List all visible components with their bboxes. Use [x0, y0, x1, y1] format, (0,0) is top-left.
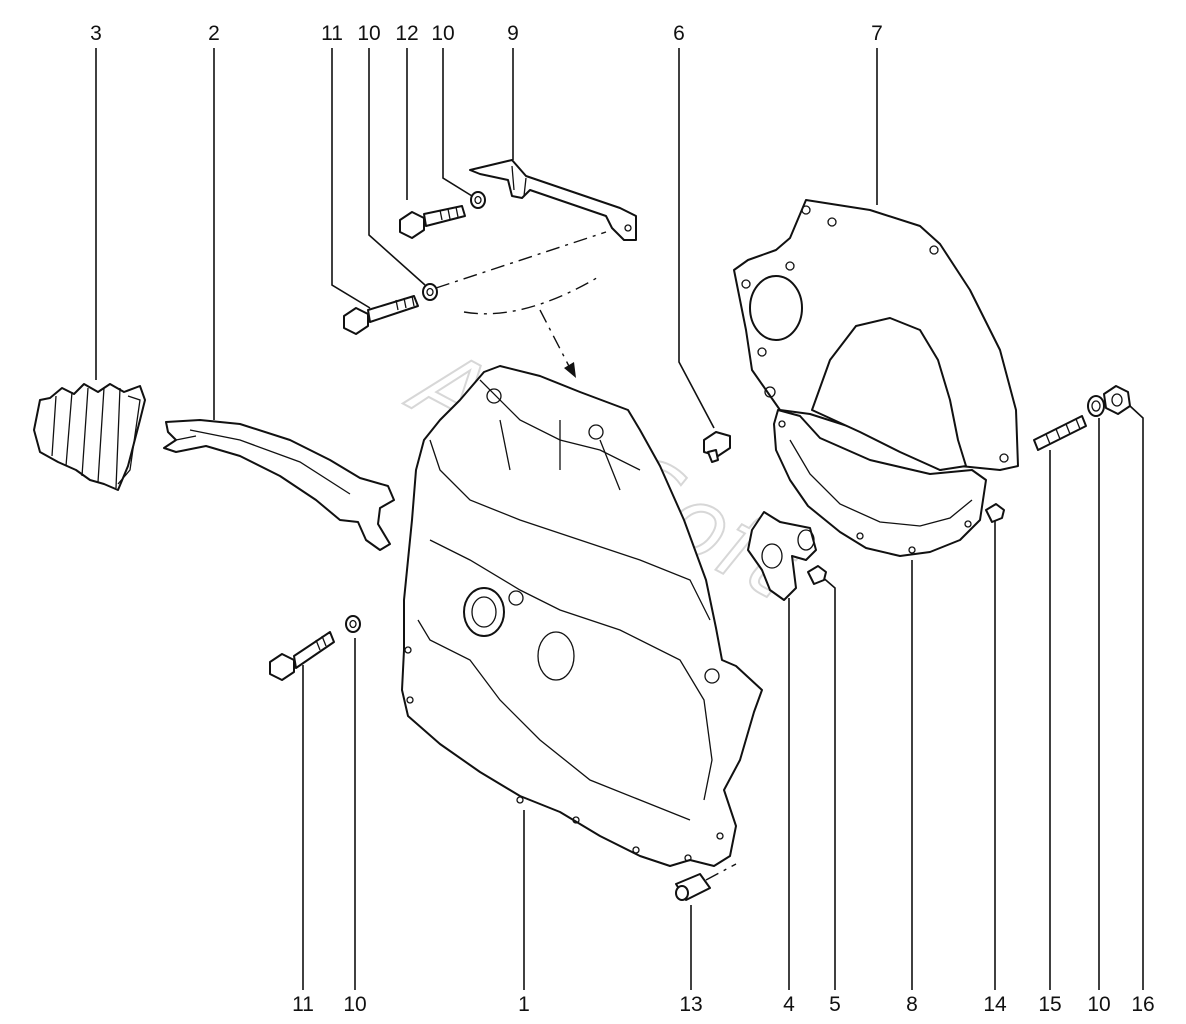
callout-13: 13 [679, 993, 702, 1016]
part-5-screw [807, 565, 827, 585]
washer-10-right [1087, 395, 1105, 417]
part-7-cover-plate [733, 199, 1019, 471]
part-13-dowel [675, 863, 737, 901]
callout-1: 1 [518, 993, 530, 1016]
callout-7: 7 [871, 22, 883, 45]
callout-10-top-a: 10 [357, 22, 380, 45]
part-14-screw [985, 503, 1005, 523]
callout-5: 5 [829, 993, 841, 1016]
washer-10-lower [345, 615, 361, 633]
callout-16: 16 [1131, 993, 1154, 1016]
callout-4: 4 [783, 993, 795, 1016]
assembly-guides [435, 231, 607, 378]
callout-2: 2 [208, 22, 220, 45]
callout-11-bottom: 11 [292, 993, 314, 1016]
callout-3: 3 [90, 22, 102, 45]
part-3-rubber-boot [33, 383, 146, 491]
part-9-bracket [469, 159, 637, 241]
part-1-clutch-housing [401, 365, 763, 867]
bolt-12 [399, 205, 466, 239]
part-6-plug [703, 431, 731, 463]
washer-10-mid [422, 283, 438, 301]
callout-14: 14 [983, 993, 1007, 1016]
part-4-bearing-guide [747, 511, 817, 601]
callout-10-top-b: 10 [431, 22, 454, 45]
part-16-nut [1103, 385, 1131, 415]
bolt-11-lower [269, 631, 335, 681]
callout-8: 8 [906, 993, 918, 1016]
leader-lines [95, 48, 1144, 990]
part-2-clutch-fork [163, 419, 395, 551]
part-15-stud [1033, 415, 1087, 451]
callout-10-bottom-a: 10 [343, 993, 366, 1016]
callout-12: 12 [395, 22, 418, 45]
washer-10-upper [470, 191, 486, 209]
callout-9: 9 [507, 22, 519, 45]
bolt-11-upper [343, 295, 419, 335]
callout-6: 6 [673, 22, 685, 45]
callout-15: 15 [1038, 993, 1061, 1016]
part-8-dust-shield [773, 409, 987, 557]
callout-11-top: 11 [321, 22, 343, 45]
callout-10-bottom-b: 10 [1087, 993, 1110, 1016]
